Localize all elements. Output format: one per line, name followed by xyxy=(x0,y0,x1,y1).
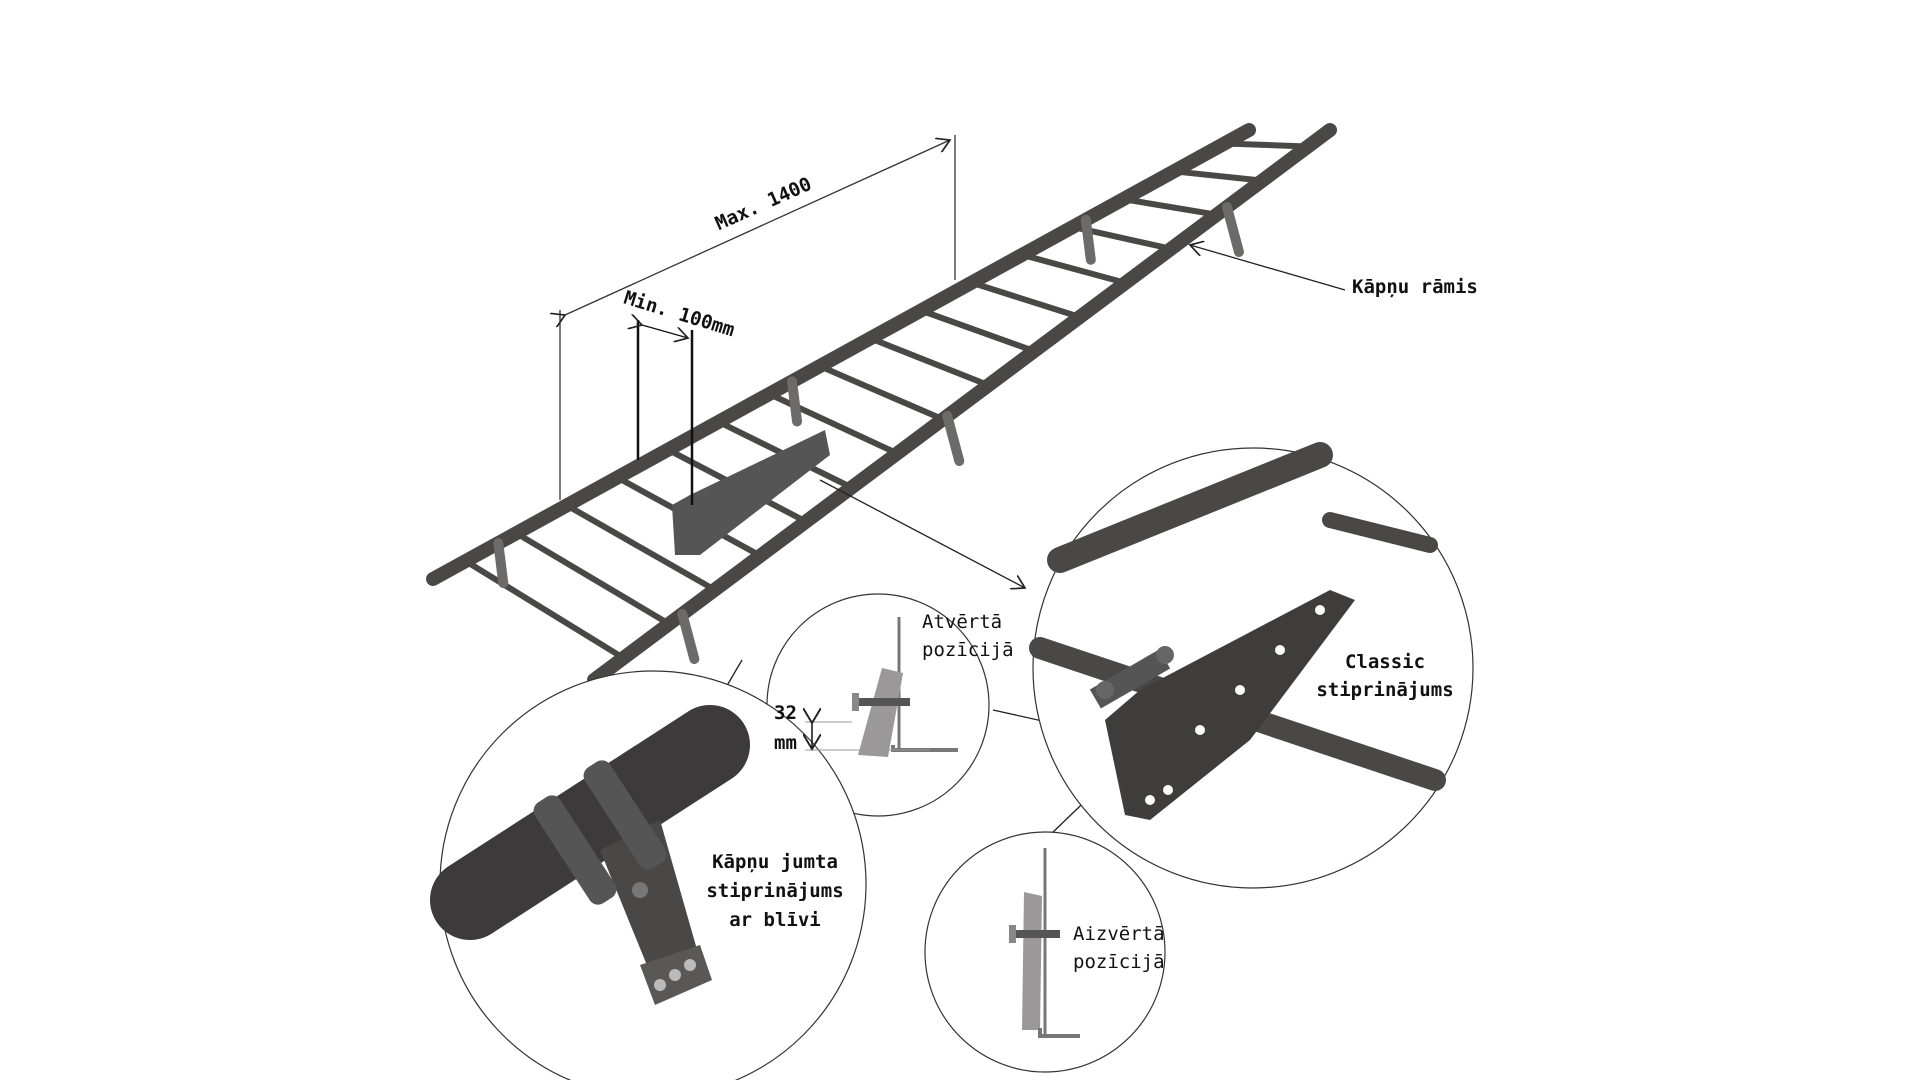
classic-line1: Classic xyxy=(1344,651,1426,673)
ladder-rung xyxy=(917,307,1038,355)
ladder-rung xyxy=(867,335,992,389)
ladder-rung xyxy=(1120,196,1220,218)
height-label: 32 mm xyxy=(774,698,797,758)
ladder-rung xyxy=(816,363,946,423)
ladder-rung xyxy=(1170,168,1266,184)
roof-line3: ar blīvi xyxy=(729,909,821,931)
frame-label: Kāpņu rāmis xyxy=(1352,276,1478,298)
ladder-rail-left xyxy=(426,123,1256,586)
ladder-foot xyxy=(493,538,509,589)
height-unit: mm xyxy=(774,732,797,754)
closed-line1: Aizvērtā xyxy=(1073,923,1165,945)
height-value: 32 xyxy=(774,702,797,724)
roof-line1: Kāpņu jumta xyxy=(712,851,838,873)
classic-bracket-drawing xyxy=(1029,442,1446,820)
closed-line2: pozīcijā xyxy=(1073,951,1165,973)
ladder-foot xyxy=(1221,202,1244,257)
ladder-rung xyxy=(462,558,627,661)
ladder-foot xyxy=(787,376,803,427)
open-line1: Atvērtā xyxy=(922,611,1003,633)
roof-line2: stiprinājums xyxy=(706,880,844,902)
ladder-rung xyxy=(563,502,718,593)
dimension-max xyxy=(560,135,956,500)
ladder-foot xyxy=(1080,214,1096,265)
dimension-min xyxy=(638,320,694,505)
classic-arrow xyxy=(819,479,1025,588)
closed-bracket-drawing xyxy=(1009,848,1080,1038)
ladder-rung xyxy=(513,530,673,627)
ladder-rung xyxy=(1221,140,1311,150)
classic-bracket xyxy=(672,430,830,555)
classic-label: Classic stiprinājums xyxy=(1305,648,1465,704)
open-position-label: Atvērtā pozīcijā xyxy=(922,608,1014,664)
frame-arrow xyxy=(1190,245,1346,291)
open-bracket-drawing xyxy=(805,617,958,757)
ladder-rail-right xyxy=(587,123,1337,687)
ladder-rung xyxy=(1019,251,1129,286)
roof-bracket-drawing xyxy=(430,705,750,1005)
ladder-foot xyxy=(942,411,965,466)
ladder-rung xyxy=(766,391,901,457)
ladder-foot xyxy=(677,609,700,664)
open-line2: pozīcijā xyxy=(922,639,1014,661)
classic-line2: stiprinājums xyxy=(1316,679,1454,701)
ladder-frame xyxy=(426,123,1337,687)
ladder-rung xyxy=(968,279,1083,320)
roof-mount-label: Kāpņu jumta stiprinājums ar blīvi xyxy=(690,848,860,935)
closed-position-label: Aizvērtā pozīcijā xyxy=(1073,920,1165,976)
